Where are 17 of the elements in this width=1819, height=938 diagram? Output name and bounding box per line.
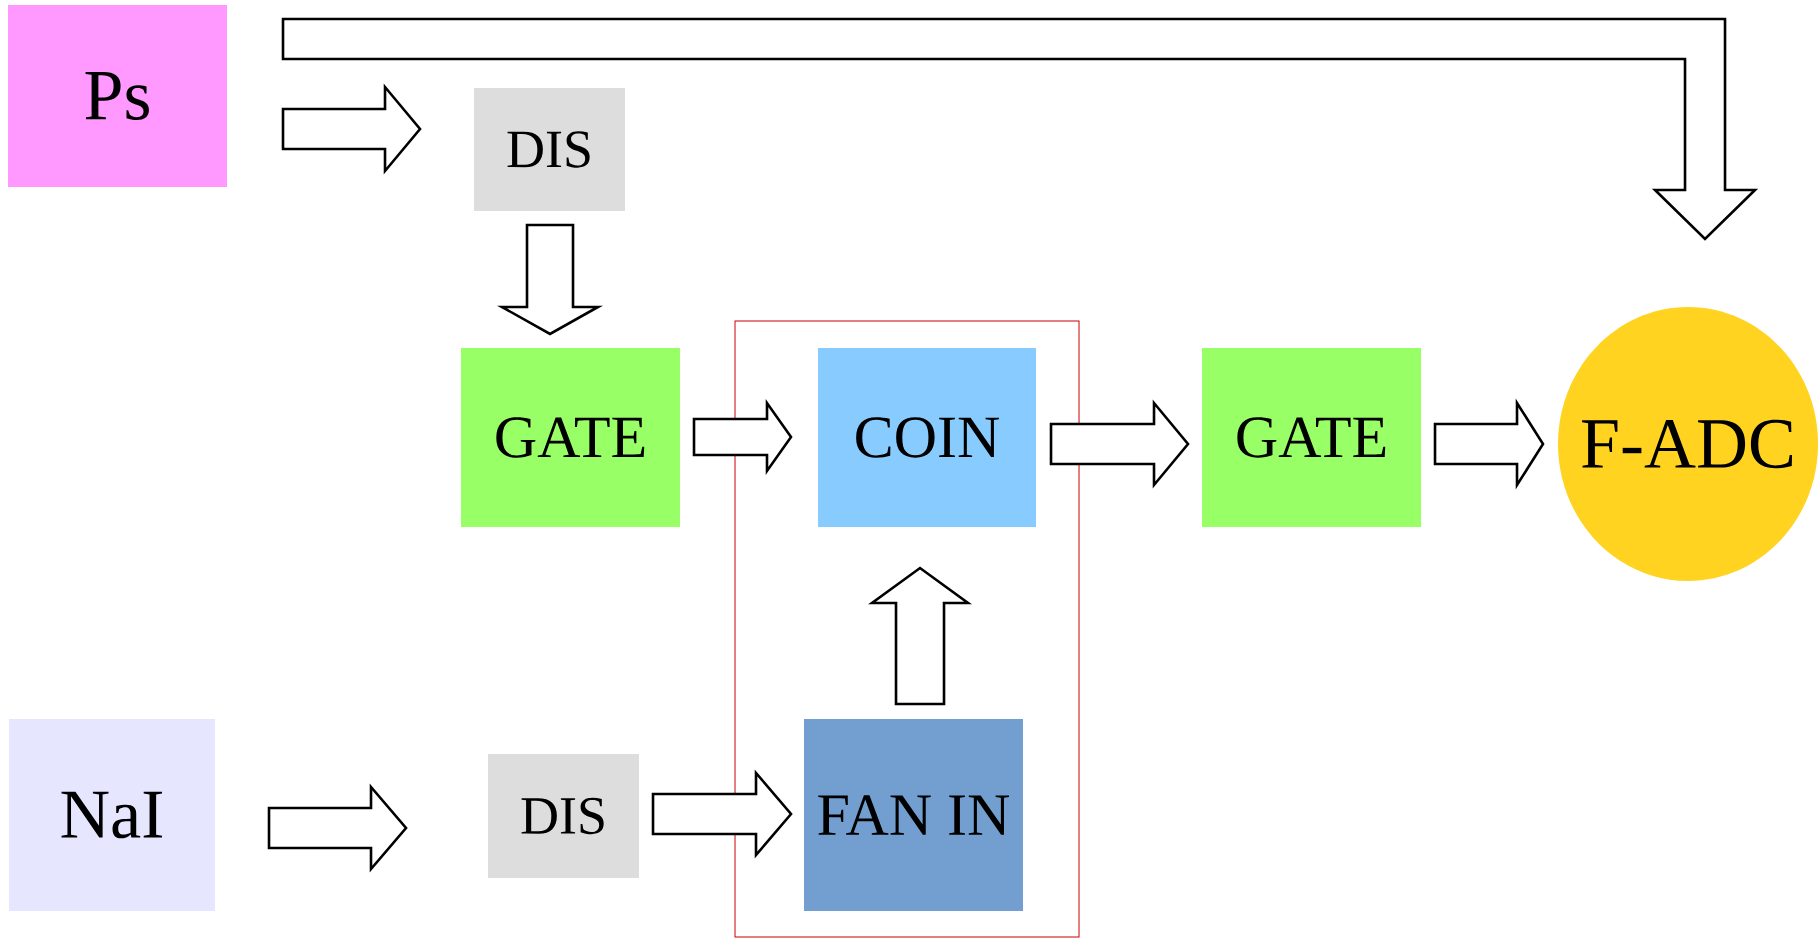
module-box: GATE bbox=[1202, 348, 1421, 527]
module-box: DIS bbox=[488, 754, 639, 878]
block-arrow bbox=[1049, 399, 1190, 489]
block-arrow bbox=[497, 223, 603, 336]
block-arrow bbox=[651, 769, 793, 859]
module-box: COIN bbox=[818, 348, 1036, 527]
block-arrow bbox=[868, 566, 972, 706]
module-box: GATE bbox=[461, 348, 680, 527]
block-arrow bbox=[281, 83, 422, 175]
detector-box: Ps bbox=[8, 5, 227, 187]
detector-box: NaI bbox=[9, 719, 215, 911]
block-arrow bbox=[1433, 398, 1545, 490]
module-box: DIS bbox=[474, 88, 625, 211]
block-arrow bbox=[692, 398, 793, 476]
module-box: FAN IN bbox=[804, 719, 1023, 911]
block-arrow bbox=[281, 17, 1759, 241]
block-arrow bbox=[267, 783, 408, 873]
